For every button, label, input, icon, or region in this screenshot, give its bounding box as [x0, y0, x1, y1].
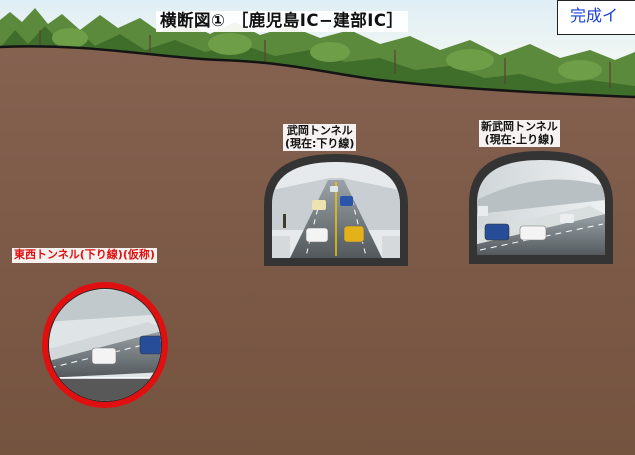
tunnel-name: 武岡トンネル	[286, 124, 353, 137]
tunnel-name: 新武岡トンネル	[481, 120, 558, 133]
tozai-tunnel-label: 東西トンネル(下り線)(仮称)	[12, 248, 157, 263]
completion-badge[interactable]: 完成イ	[557, 0, 635, 35]
ground-surface-line	[0, 45, 635, 99]
tunnel-status: (現在:下り線)	[285, 136, 355, 150]
forest	[0, 8, 635, 100]
shin-takeoka-tunnel-label: 新武岡トンネル (現在:上り線)	[479, 120, 560, 148]
page-title: 横断図① ［鹿児島IC−建部IC］	[156, 11, 408, 32]
shin-takeoka-tunnel	[469, 151, 613, 264]
tunnel-status: (現在:上り線)	[484, 132, 555, 146]
tozai-tunnel	[42, 282, 168, 408]
takeoka-tunnel-label: 武岡トンネル (現在:下り線)	[283, 124, 357, 152]
takeoka-tunnel	[264, 154, 408, 266]
